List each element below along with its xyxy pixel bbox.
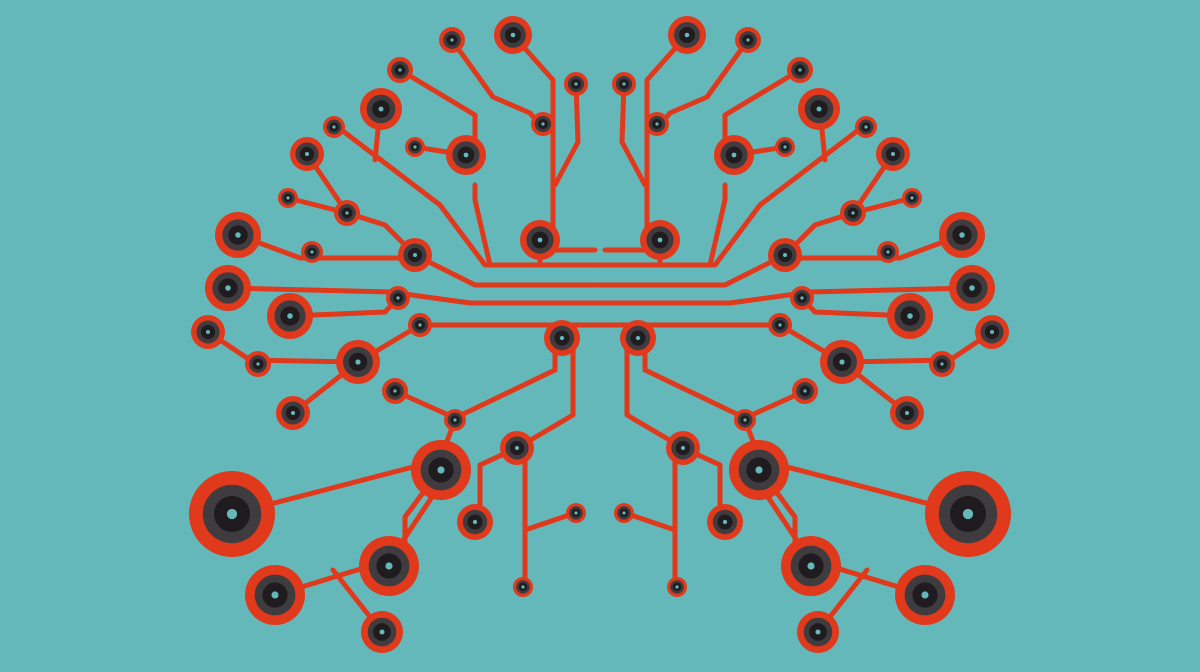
circuit-node-left-28 [411, 440, 471, 500]
circuit-node-left-23 [336, 340, 380, 384]
circuit-node-left-4 [531, 112, 555, 136]
circuit-node-left-2 [387, 57, 413, 83]
circuit-node-right-34 [667, 577, 687, 597]
circuit-node-right-17 [790, 286, 814, 310]
circuit-node-left-18 [267, 293, 313, 339]
circuit-trace-left-12 [412, 252, 603, 288]
circuit-trace-right-3 [644, 32, 690, 243]
circuit-node-right-31 [707, 504, 743, 540]
circuit-node-right-33 [895, 565, 955, 625]
circuit-node-left-27 [500, 431, 534, 465]
circuit-node-left-34 [513, 577, 533, 597]
circuit-node-right-6 [855, 116, 877, 138]
circuit-node-right-14 [877, 241, 899, 263]
circuit-node-right-22 [929, 351, 955, 377]
circuit-node-left-5 [360, 88, 402, 130]
circuit-trace-right-12 [597, 252, 788, 288]
circuit-node-right-27 [666, 431, 700, 465]
circuit-node-right-9 [876, 137, 910, 171]
circuit-node-right-0 [668, 16, 706, 54]
circuit-nodes [189, 16, 1011, 653]
circuit-trace-right-14 [807, 285, 975, 295]
circuit-node-left-8 [446, 135, 486, 175]
circuit-node-left-15 [398, 238, 432, 272]
circuit-node-left-1 [439, 27, 465, 53]
circuit-node-left-31 [457, 504, 493, 540]
circuit-node-left-6 [323, 116, 345, 138]
circuit-node-right-35 [797, 611, 839, 653]
circuit-trace-right-4 [619, 81, 648, 188]
circuit-node-left-32 [359, 536, 419, 596]
circuit-trace-left-21 [392, 337, 558, 421]
circuit-trace-left-7 [332, 122, 603, 268]
circuit-node-left-30 [189, 471, 275, 557]
circuit-node-right-18 [887, 293, 933, 339]
circuit-node-left-25 [276, 396, 310, 430]
circuit-trace-left-14 [225, 285, 393, 295]
circuit-node-left-29 [566, 503, 586, 523]
circuit-node-left-14 [301, 241, 323, 263]
circuit-node-left-21 [544, 320, 580, 356]
circuit-node-left-35 [361, 611, 403, 653]
circuit-node-right-19 [975, 315, 1009, 349]
circuit-node-right-30 [925, 471, 1011, 557]
circuit-node-right-2 [787, 57, 813, 83]
circuit-node-right-10 [902, 188, 922, 208]
circuit-node-left-19 [191, 315, 225, 349]
circuit-node-left-7 [405, 137, 425, 157]
circuit-node-right-28 [729, 440, 789, 500]
circuit-node-right-16 [949, 265, 995, 311]
circuit-node-left-13 [520, 220, 560, 260]
circuit-node-right-4 [645, 112, 669, 136]
circuit-node-left-16 [205, 265, 251, 311]
circuit-node-left-33 [245, 565, 305, 625]
circuit-node-right-3 [612, 72, 636, 96]
circuit-node-right-12 [939, 212, 985, 258]
circuit-node-right-26 [734, 409, 756, 431]
circuit-node-right-7 [775, 137, 795, 157]
circuit-trace-left-15 [387, 289, 603, 306]
circuit-node-right-8 [714, 135, 754, 175]
circuit-node-left-3 [564, 72, 588, 96]
circuit-node-left-11 [334, 200, 360, 226]
circuit-node-left-24 [382, 378, 408, 404]
circuit-node-right-5 [798, 88, 840, 130]
circuit-node-right-1 [735, 27, 761, 53]
circuit-node-left-22 [245, 351, 271, 377]
circuit-node-left-10 [278, 188, 298, 208]
circuit-node-right-24 [792, 378, 818, 404]
circuit-node-left-9 [290, 137, 324, 171]
circuit-node-left-0 [494, 16, 532, 54]
circuit-node-left-26 [444, 409, 466, 431]
circuit-node-right-20 [768, 313, 792, 337]
circuit-trace-left-4 [552, 81, 581, 188]
circuit-node-right-25 [890, 396, 924, 430]
circuit-node-right-11 [840, 200, 866, 226]
circuit-node-left-17 [386, 286, 410, 310]
circuit-trace-left-3 [510, 32, 556, 243]
circuit-node-right-13 [640, 220, 680, 260]
circuit-node-right-23 [820, 340, 864, 384]
circuit-trace-right-15 [597, 289, 813, 306]
circuit-node-right-21 [620, 320, 656, 356]
circuit-trace-right-21 [642, 337, 808, 421]
circuit-node-right-32 [781, 536, 841, 596]
circuit-node-left-12 [215, 212, 261, 258]
circuit-trace-right-7 [597, 122, 868, 268]
circuit-node-right-29 [614, 503, 634, 523]
circuit-node-left-20 [408, 313, 432, 337]
circuit-node-right-15 [768, 238, 802, 272]
